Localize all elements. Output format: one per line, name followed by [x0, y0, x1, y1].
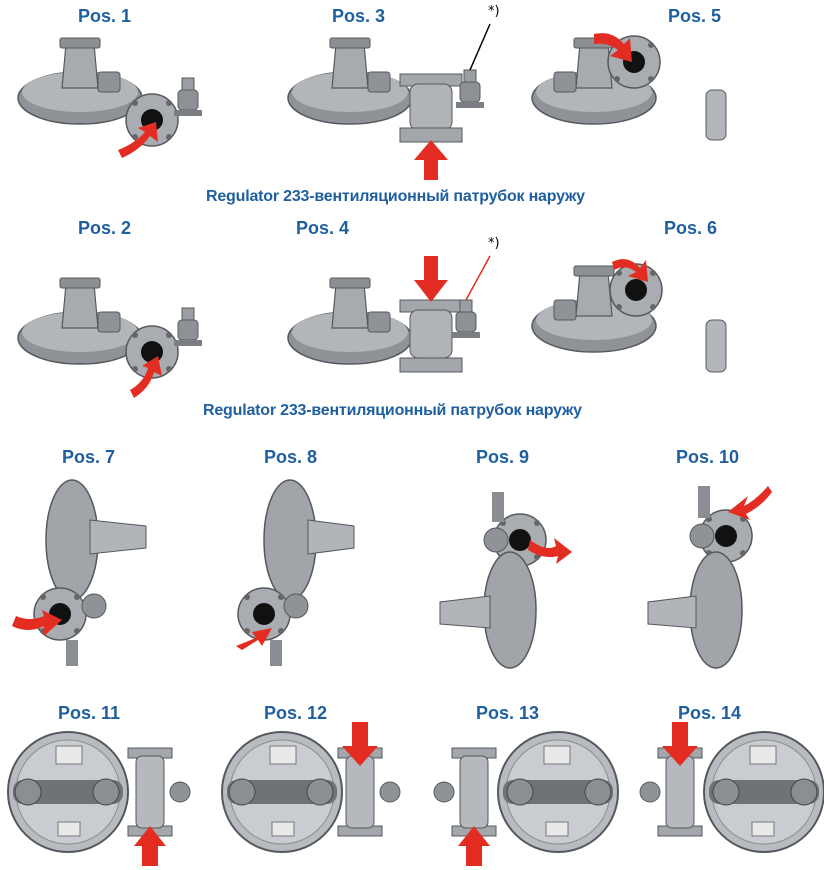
footnote-marker-1: *) — [488, 4, 500, 19]
spring-case-pos5 — [705, 89, 727, 141]
arrow-pos10 — [728, 486, 772, 520]
spring-case-pos6 — [705, 319, 727, 373]
arrow-pos4 — [414, 256, 448, 302]
pos1-label: Pos. 1 — [78, 6, 132, 26]
footnote-marker-2: *) — [488, 236, 500, 251]
pos10-label: Pos. 10 — [676, 447, 740, 467]
arrow-pos14 — [662, 722, 698, 766]
pos4-label: Pos. 4 — [296, 218, 350, 238]
pos3-label: Pos. 3 — [332, 6, 386, 26]
pointer-line-pos4 — [465, 255, 491, 301]
regulator-pos4 — [287, 277, 413, 365]
pilot-pos1 — [173, 77, 203, 117]
flange-pos1 — [125, 93, 179, 147]
arrow-pos8 — [236, 628, 272, 650]
valve-pos13 — [433, 747, 497, 837]
pos9-label: Pos. 9 — [476, 447, 530, 467]
arrow-pos12 — [342, 722, 378, 766]
arrow-pos3 — [414, 140, 448, 180]
pos11-label: Pos. 11 — [58, 703, 121, 723]
arrow-pos2 — [130, 356, 162, 398]
valve-pos14 — [639, 747, 703, 837]
arrow-pos13 — [458, 826, 490, 866]
arrow-pos9 — [528, 538, 572, 564]
pos13-label: Pos. 13 — [476, 703, 540, 723]
row1-caption: Regulator 233-вентиляционный патрубок на… — [206, 188, 585, 205]
regulator-pos8 — [237, 479, 355, 666]
pos7-label: Pos. 7 — [62, 447, 116, 467]
pos14-label: Pos. 14 — [678, 703, 742, 723]
arrow-pos6 — [612, 259, 648, 282]
valve-pos4 — [399, 299, 463, 373]
pos5-label: Pos. 5 — [668, 6, 722, 26]
regulator-pos9 — [439, 492, 547, 669]
valve-pos11 — [127, 747, 191, 837]
regulator-pos13 — [497, 731, 619, 853]
pointer-line-pos3 — [469, 23, 491, 71]
arrow-pos7 — [12, 610, 62, 636]
pos2-label: Pos. 2 — [78, 218, 132, 238]
regulator-pos2 — [17, 277, 143, 365]
regulator-pos3 — [287, 37, 413, 125]
valve-pos3 — [399, 73, 463, 143]
valve-pos12 — [337, 747, 401, 837]
pilot-pos2 — [173, 307, 203, 347]
pos12-label: Pos. 12 — [264, 703, 328, 723]
arrow-pos5 — [594, 33, 632, 62]
regulator-pos11 — [7, 731, 129, 853]
row2-caption: Regulator 233-вентиляционный патрубок на… — [203, 402, 582, 419]
regulator-pos7 — [33, 479, 147, 666]
pos6-label: Pos. 6 — [664, 218, 718, 238]
arrow-pos1 — [118, 122, 158, 158]
regulator-pos1 — [17, 37, 143, 125]
arrow-pos11 — [134, 826, 166, 866]
regulator-pos12 — [221, 731, 343, 853]
regulator-pos10 — [647, 486, 753, 669]
regulator-pos14 — [703, 731, 824, 853]
pos8-label: Pos. 8 — [264, 447, 318, 467]
